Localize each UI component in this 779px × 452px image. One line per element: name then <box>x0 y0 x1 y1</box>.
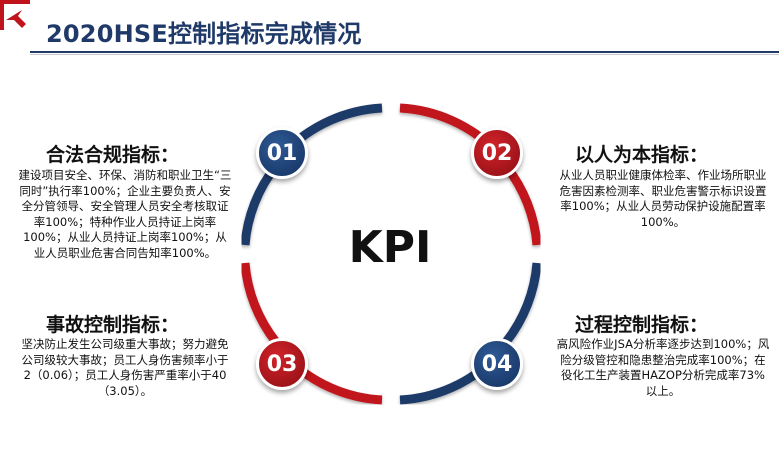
ring-arc-left-lower <box>240 262 280 345</box>
badge-04: 04 <box>471 338 523 390</box>
title-divider <box>30 51 779 53</box>
corner-arrow-icon <box>0 0 30 30</box>
section-body-accident: 坚决防止发生公司级重大事故；努力避免公司级较大事故；员工人身伤害频率小于2（0.… <box>21 337 229 398</box>
badge-01: 01 <box>256 127 308 179</box>
ring-arc-right-lower <box>502 262 542 345</box>
ring-arc-right-upper <box>502 163 542 246</box>
section-body-process: 高风险作业JSA分析率逐步达到100%；风险分级管控和隐患整治完成率100%；在… <box>556 337 770 398</box>
section-body-legal: 建设项目安全、环保、消防和职业卫生“三同时”执行率100%；企业主要负责人、安全… <box>18 168 232 260</box>
section-heading-legal: 合法合规指标： <box>46 144 180 166</box>
title-divider-shadow <box>30 54 779 55</box>
kpi-center-label: KPI <box>348 222 432 273</box>
badge-03: 03 <box>256 338 308 390</box>
ring-arc-left-upper <box>240 163 280 246</box>
badge-02: 02 <box>471 127 523 179</box>
page-title: 2020HSE控制指标完成情况 <box>46 20 362 48</box>
section-heading-accident: 事故控制指标： <box>46 314 180 336</box>
section-heading-process: 过程控制指标： <box>575 314 709 336</box>
section-body-people: 从业人员职业健康体检率、作业场所职业危害因素检测率、职业危害警示标识设置率100… <box>559 168 767 229</box>
section-heading-people: 以人为本指标： <box>575 144 709 166</box>
header-bar: 2020HSE控制指标完成情况 <box>0 0 779 55</box>
